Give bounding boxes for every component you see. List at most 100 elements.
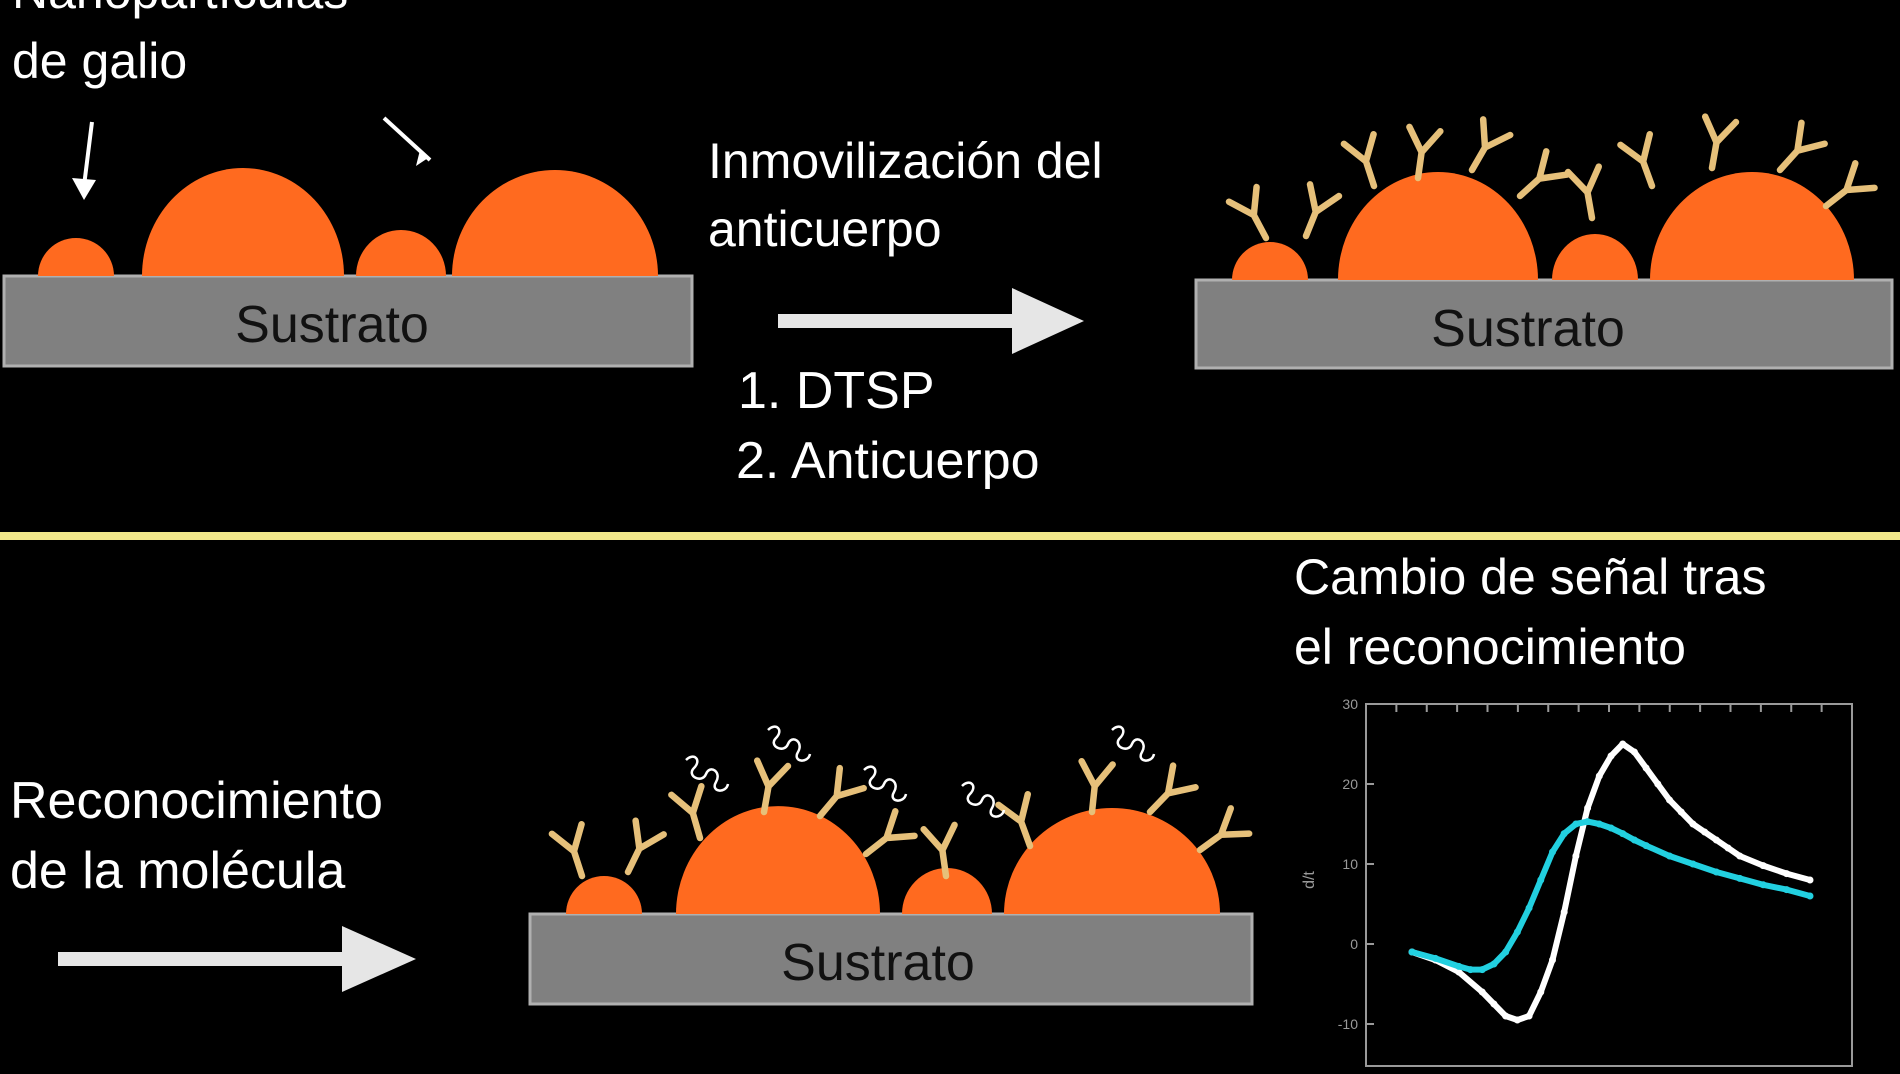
antibody-icon xyxy=(1078,757,1116,816)
series-point-1 xyxy=(1806,876,1814,884)
pointer-arrow-left xyxy=(72,121,96,200)
antibody-icon xyxy=(1340,130,1378,190)
immobilization-label-line1: Inmovilización del xyxy=(708,133,1103,189)
antibody-icon xyxy=(1302,181,1343,240)
recognition-label-line2: de la molécula xyxy=(10,842,345,900)
antibody-icon xyxy=(1468,116,1514,174)
series-point-2 xyxy=(1455,962,1463,970)
series-point-2 xyxy=(1595,820,1603,828)
series-point-1 xyxy=(1666,796,1674,804)
series-point-1 xyxy=(1724,844,1732,852)
panel-divider xyxy=(0,532,1900,540)
antibody-icon xyxy=(1406,123,1444,182)
nanoparticle xyxy=(676,806,880,914)
signal-label-line1: Cambio de señal tras xyxy=(1294,549,1766,605)
nanoparticle xyxy=(1232,242,1308,280)
series-point-2 xyxy=(1513,928,1521,936)
molecule-icon xyxy=(767,725,812,762)
y-tick-label: 10 xyxy=(1342,856,1358,872)
substrate-label: Sustrato xyxy=(235,296,429,354)
y-axis-label: d/t xyxy=(1301,871,1318,889)
step-1-label: 1. DTSP xyxy=(738,362,935,420)
y-tick-label: 0 xyxy=(1350,936,1358,952)
series-point-1 xyxy=(1607,752,1615,760)
series-point-2 xyxy=(1712,868,1720,876)
antibody-icon xyxy=(668,782,705,842)
series-point-1 xyxy=(1490,1000,1498,1008)
antibody-icon xyxy=(548,820,586,880)
series-point-1 xyxy=(1513,1016,1521,1024)
antibody-icon xyxy=(1564,163,1603,222)
series-point-2 xyxy=(1537,876,1545,884)
series-point-1 xyxy=(1560,908,1568,916)
nanoparticle xyxy=(1338,172,1538,280)
series-point-1 xyxy=(1783,870,1791,878)
antibody-icon xyxy=(753,757,792,816)
series-point-1 xyxy=(1537,988,1545,996)
substrate-label: Sustrato xyxy=(1431,300,1625,358)
antibody-icon xyxy=(1822,160,1878,210)
antibody-icon xyxy=(816,764,867,820)
series-point-1 xyxy=(1502,1012,1510,1020)
substrate-top-left: Sustrato xyxy=(2,274,694,368)
nanoparticle xyxy=(142,168,344,276)
nanoparticles-label-line1: Nanopartículas xyxy=(12,0,348,19)
series-point-2 xyxy=(1478,966,1486,974)
signal-label-line2: el reconocimiento xyxy=(1294,619,1686,675)
substrate-label: Sustrato xyxy=(781,934,975,992)
antibody-icon xyxy=(920,821,958,880)
series-point-2 xyxy=(1467,966,1475,974)
series-point-1 xyxy=(1584,804,1592,812)
series-point-1 xyxy=(1759,862,1767,870)
nanoparticle xyxy=(1004,808,1220,914)
nanoparticles-top-left xyxy=(38,168,658,276)
series-point-1 xyxy=(1525,1012,1533,1020)
antibody-icon xyxy=(1146,762,1199,816)
series-point-2 xyxy=(1548,848,1556,856)
series-point-2 xyxy=(1630,836,1638,844)
antibody-icon xyxy=(1196,805,1253,854)
series-point-1 xyxy=(1619,740,1627,748)
step-2-label: 2. Anticuerpo xyxy=(736,432,1040,490)
series-point-2 xyxy=(1584,818,1592,826)
series-point-1 xyxy=(1689,820,1697,828)
antibodies-top-right xyxy=(1225,113,1878,242)
series-point-2 xyxy=(1806,892,1814,900)
series-point-1 xyxy=(1595,772,1603,780)
series-point-2 xyxy=(1408,948,1416,956)
series-point-2 xyxy=(1502,948,1510,956)
series-point-1 xyxy=(1548,956,1556,964)
process-arrow-bottom xyxy=(58,926,416,992)
series-point-1 xyxy=(1455,968,1463,976)
nanoparticle xyxy=(902,868,992,914)
series-point-1 xyxy=(1712,836,1720,844)
nanoparticle xyxy=(356,230,446,276)
molecule-icon xyxy=(1111,725,1156,762)
series-point-1 xyxy=(1654,780,1662,788)
molecule-icon xyxy=(863,765,908,802)
y-tick-label: 30 xyxy=(1342,696,1358,712)
series-point-2 xyxy=(1490,960,1498,968)
molecule-icon xyxy=(685,755,730,792)
series-point-2 xyxy=(1642,842,1650,850)
antibody-icon xyxy=(1776,119,1828,174)
substrate-top-right: Sustrato xyxy=(1194,278,1894,370)
series-point-1 xyxy=(1478,988,1486,996)
antibodies-bottom xyxy=(548,757,1253,880)
nanoparticle xyxy=(452,170,658,276)
antibody-icon xyxy=(1516,148,1571,200)
antibody-icon xyxy=(995,790,1034,850)
antibody-icon xyxy=(624,817,667,876)
series-group xyxy=(1408,740,1814,1024)
series-point-2 xyxy=(1736,874,1744,882)
nanoparticle xyxy=(1650,172,1854,280)
recognition-label-line1: Reconocimiento xyxy=(10,772,383,830)
x-ticks xyxy=(1365,704,1853,712)
antibody-icon xyxy=(1617,130,1656,190)
target-molecules xyxy=(685,725,1156,818)
nanoparticle xyxy=(1552,234,1638,280)
series-point-1 xyxy=(1677,808,1685,816)
nanoparticle xyxy=(38,238,114,276)
